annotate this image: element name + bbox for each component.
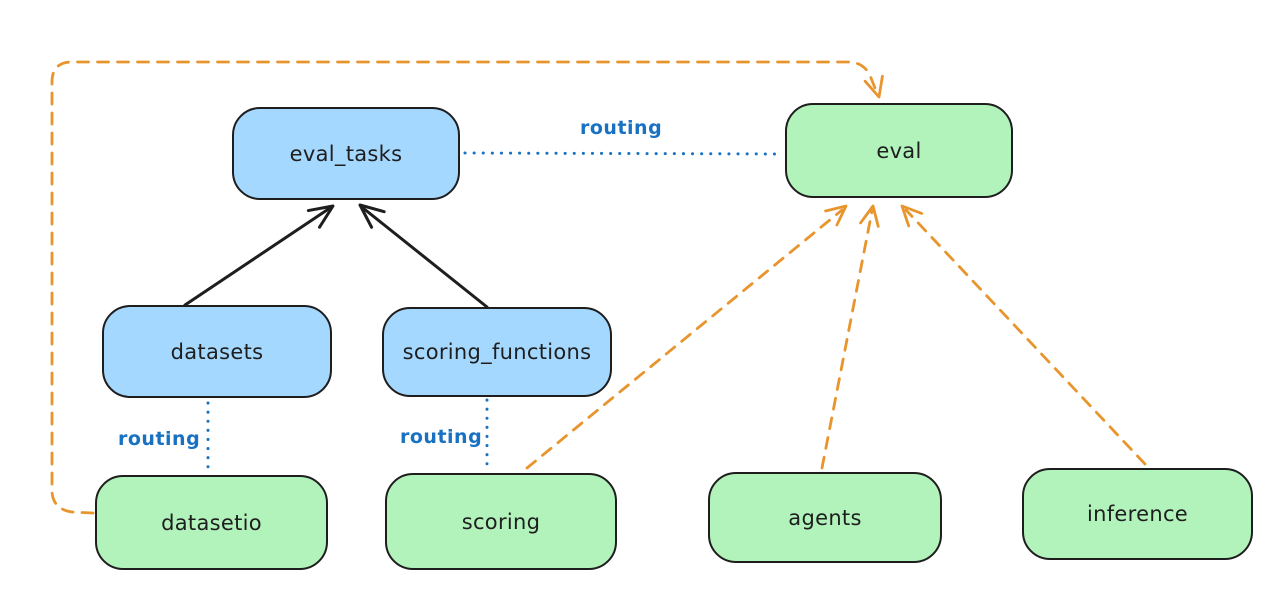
node-scoring-functions-label: scoring_functions (402, 340, 592, 364)
edge-agents-to-eval (820, 209, 874, 470)
edge-scoring-functions-to-eval-tasks (361, 206, 489, 309)
node-agents: agents (708, 472, 942, 563)
node-datasetio-label: datasetio (161, 510, 262, 535)
arrowhead-datasetio-to-eval (863, 74, 884, 99)
node-scoring: scoring (385, 473, 617, 570)
node-scoring-functions: scoring_functions (382, 307, 612, 397)
arrowhead-agents-to-eval (859, 204, 880, 228)
node-scoring-label: scoring (461, 509, 541, 534)
edge-inference-to-eval (904, 208, 1147, 466)
node-eval: eval (785, 103, 1013, 198)
arrowhead-scoring-functions-to-eval-tasks (358, 203, 386, 229)
edge-datasetio-to-eval (50, 60, 879, 515)
node-eval-tasks-label: eval_tasks (289, 141, 403, 166)
edge-label-routing-eval-tasks-eval: routing (580, 117, 663, 139)
node-datasets: datasets (102, 305, 332, 398)
node-datasets-label: datasets (170, 339, 264, 364)
edge-eval-tasks-to-eval-routing (463, 151, 785, 156)
node-datasetio: datasetio (95, 475, 328, 570)
arrowhead-datasets-to-eval-tasks (306, 204, 335, 229)
node-agents-label: agents (788, 505, 862, 530)
arrowhead-scoring-to-eval (824, 204, 848, 227)
edge-datasets-to-eval-tasks (183, 206, 332, 307)
node-eval-label: eval (876, 138, 922, 163)
node-eval-tasks: eval_tasks (232, 107, 460, 200)
edge-label-routing-datasets-datasetio: routing (118, 428, 201, 450)
edge-label-routing-scoring-functions-scoring: routing (400, 426, 483, 448)
node-inference: inference (1022, 468, 1253, 560)
node-inference-label: inference (1086, 502, 1189, 526)
arrowhead-inference-to-eval (900, 204, 924, 228)
edge-scoring-to-eval (525, 208, 844, 470)
